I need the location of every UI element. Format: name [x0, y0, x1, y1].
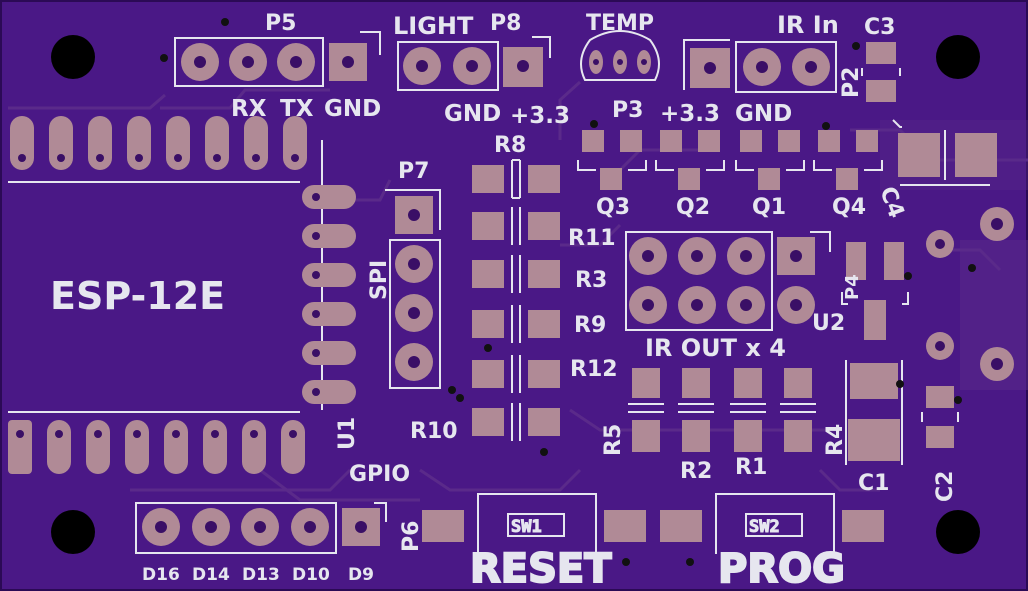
header-p7: P7 SPI [367, 159, 456, 394]
p6-pin-d16: D16 [142, 565, 180, 585]
q2-ref: Q2 [676, 195, 710, 220]
ir-in-label: IR In [777, 11, 839, 39]
transistor-q2: Q2 [655, 130, 725, 220]
r3-ref: R3 [575, 268, 607, 293]
esp-module-label: ESP-12E [50, 274, 225, 318]
cap-c1: C1 [845, 360, 904, 496]
cap-c2: C2 [921, 386, 962, 502]
q1-ref: Q1 [752, 195, 786, 220]
p6-pin-d14: D14 [192, 565, 230, 585]
mounting-hole-top-left [51, 35, 95, 79]
r9-ref: R9 [574, 313, 606, 338]
sw1-ref: SW1 [511, 517, 542, 537]
spi-label: SPI [367, 260, 392, 300]
r11-ref: R11 [568, 226, 616, 251]
resistor-r4: R4 [780, 368, 848, 456]
temp-sensor: TEMP [580, 11, 660, 81]
resistor-column: R8 R11 R3 R9 R12 R10 [410, 133, 618, 456]
mounting-hole-bottom-left [51, 510, 95, 554]
p8-pin-3v3: +3.3 [510, 103, 570, 129]
p2-ref: P2 [839, 67, 864, 98]
p4-ref: P4 [842, 274, 863, 300]
resistor-r1: R1 [730, 368, 767, 480]
mounting-hole-top-right [936, 35, 980, 79]
reset-label: RESET [470, 546, 612, 591]
p7-ref: P7 [398, 159, 429, 184]
temp-label: TEMP [586, 11, 654, 36]
r5-ref: R5 [601, 424, 626, 456]
p3-pin-gnd: GND [735, 101, 792, 127]
p6-ref: P6 [399, 521, 424, 552]
q4-ref: Q4 [832, 195, 866, 220]
q3-ref: Q3 [596, 195, 630, 220]
r1-ref: R1 [735, 455, 767, 480]
header-p8: LIGHT P8 GND +3.3 [221, 11, 570, 129]
p5-ref: P5 [265, 11, 296, 36]
header-p3: IR In P3 +3.3 GND [612, 11, 839, 127]
resistor-r11: R11 [472, 207, 616, 251]
c1-ref: C1 [858, 471, 889, 496]
u2-ref: U2 [812, 311, 845, 336]
header-p5: P5 RX TX GND [160, 11, 381, 122]
r10-ref: R10 [410, 419, 458, 444]
c3-ref: C3 [864, 15, 895, 40]
p5-pin-gnd: GND [324, 96, 381, 122]
mounting-hole-bottom-right [936, 510, 980, 554]
u1-ref: U1 [335, 417, 360, 450]
switch-prog[interactable]: SW2 PROG [660, 493, 884, 591]
r12-ref: R12 [570, 357, 618, 382]
resistor-r3: R3 [472, 255, 607, 293]
p6-pin-d10: D10 [292, 565, 330, 585]
p8-label: LIGHT [393, 12, 474, 40]
resistor-r5: R5 [601, 368, 664, 456]
r8-ref: R8 [494, 133, 526, 158]
transistors: Q3 Q2 Q1 Q4 [577, 120, 883, 220]
cap-c3: C3 P2 [839, 15, 901, 102]
r4-ref: R4 [823, 424, 848, 456]
sensor-u2: P4 [841, 207, 1014, 381]
resistor-row-bottom: R5 R2 R1 R4 [601, 368, 848, 484]
resistor-r2: R2 [678, 368, 714, 484]
transistor-q4: Q4 [813, 130, 883, 220]
p8-pin-gnd: GND [444, 101, 501, 127]
resistor-r12: R12 [472, 355, 618, 393]
resistor-r9: R9 [472, 305, 606, 343]
r2-ref: R2 [680, 459, 712, 484]
p3-pin-3v3: +3.3 [660, 101, 720, 127]
resistor-r10: R10 [410, 403, 560, 444]
header-p6: GPIO P6 D16 D14 D13 D10 D9 [135, 462, 424, 585]
gpio-label: GPIO [349, 462, 410, 487]
esp-module-u1: ESP-12E U1 [8, 116, 360, 474]
p6-pin-d13: D13 [242, 565, 280, 585]
c2-ref: C2 [933, 471, 958, 502]
switch-reset[interactable]: SW1 RESET [422, 493, 646, 591]
prog-label: PROG [718, 546, 845, 591]
transistor-q3: Q3 [577, 130, 647, 220]
ir-out-label: IR OUT x 4 [645, 334, 786, 362]
p6-pin-d9: D9 [348, 565, 374, 585]
transistor-q1: Q1 [735, 130, 805, 220]
sw2-ref: SW2 [749, 517, 780, 537]
p8-ref: P8 [490, 11, 521, 36]
mounting-holes [51, 35, 980, 554]
resistor-r8: R8 [472, 133, 560, 199]
p3-ref: P3 [612, 98, 643, 123]
ir-out-header: IR OUT x 4 U2 [625, 231, 845, 362]
